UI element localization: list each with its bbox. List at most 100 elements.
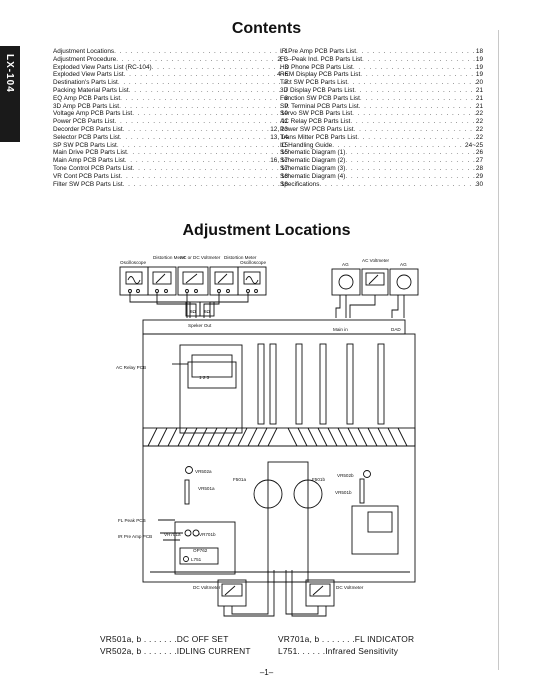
toc-entry: REM Display PCB Parts List19: [280, 71, 483, 79]
fl-peak-pcb-label: FL Peak PCB: [118, 518, 146, 523]
toc-entry: HD Phone PCB Parts List19: [280, 64, 483, 72]
toc-entry-page: 1: [284, 48, 288, 55]
adjustment-locations-title: Adjustment Locations: [182, 222, 351, 239]
ac-voltmeter-label: AC Voltmeter: [362, 258, 390, 263]
vr502a-label: VR502a: [195, 469, 212, 474]
f501a-label: F501a: [233, 477, 246, 482]
toc-entry-title: Schematic Diagram (1): [280, 149, 346, 157]
toc-entry-title: Filter SW PCB Parts List: [53, 180, 123, 188]
toc-entry-page: 11: [281, 118, 288, 126]
f501b-label: F501b: [312, 477, 325, 482]
toc-entry: Function SW PCB Parts List21: [280, 95, 483, 103]
ir-pre-amp-pcb-label: IR Pre Amp PCB: [118, 534, 152, 539]
vr501a-label: VR501a: [198, 486, 215, 491]
toc-entry-page: 9: [284, 102, 288, 110]
l751-label: L751: [191, 557, 202, 562]
distortion-meter-1-label: Distortion Meter: [153, 255, 186, 260]
toc-entry-page: 8: [284, 94, 288, 102]
toc-entry-title: Voltage Amp PCB Parts List: [53, 110, 133, 118]
toc-entry: SP SW PCB Parts List 15: [53, 142, 288, 150]
ag-2-dial: [396, 274, 412, 290]
toc-entry-title: EQ Amp PCB Parts List: [53, 94, 121, 102]
toc-entry-title: Adjustment Procedure: [53, 55, 117, 63]
toc-entry-title: IC Handling Guide: [280, 141, 333, 149]
vr501b-label: VR501b: [335, 490, 352, 495]
toc-entry-title: SP SW PCB Parts List: [53, 141, 117, 149]
model-side-tab: LX-104: [0, 46, 20, 142]
toc-entry-page: 15: [280, 141, 288, 149]
toc-entry: FL--Peak Ind. PCB Parts List 19: [280, 56, 483, 64]
toc-entry-title: Power PCB Parts List: [53, 118, 115, 126]
toc-entry-title: Function SW PCB Parts List: [280, 94, 360, 102]
vr701b-label: VR701b: [199, 532, 216, 537]
margin-rule: [498, 30, 499, 670]
toc-entry-page: 27: [475, 157, 483, 165]
toc-entry-title: IR Pre Amp PCB Parts List: [280, 48, 357, 55]
toc-entry-page: 26: [475, 149, 483, 157]
toc-entry: IR Pre Amp PCB Parts List 18: [280, 48, 483, 56]
legend-vr501: VR501a, b . . . . . . .DC OFF SET: [100, 634, 229, 644]
toc-entry-page: 3: [284, 63, 288, 71]
ac-relay-pcb-label: AC Relay PCB: [116, 365, 146, 370]
toc-entry: IC Handling Guide24~25: [280, 142, 483, 150]
toc-entry-title: Exploded View Parts List: [53, 71, 124, 79]
toc-entry-page: 22: [475, 133, 483, 141]
dc-voltmeter-2-box: [305, 579, 335, 607]
oscilloscope-1-screen: [125, 271, 143, 285]
toc-entry-page: 7: [284, 79, 288, 87]
vr502b-label: VR502b: [337, 473, 354, 478]
toc-entry-page: 21: [475, 102, 483, 110]
toc-entry-title: VR Cont PCB Parts List: [53, 172, 121, 180]
toc-entry-title: 3D Display PCB Parts List: [280, 86, 355, 94]
heat-sink: [142, 427, 416, 447]
toc-entry: Trans Mitter PCB Parts List 22: [280, 134, 483, 142]
dc-voltmeter-1-label: DC Voltmeter: [193, 585, 221, 590]
ag-1-label: AG: [342, 262, 349, 267]
fuse-f501a: [253, 479, 283, 509]
toc-entry: Filter SW PCB Parts List 18: [53, 181, 288, 189]
toc-entry-title: Adjustment Locations: [53, 48, 115, 55]
ag-1-dial: [338, 274, 354, 290]
toc-entry: AC Relay PCB Parts List22: [280, 118, 483, 126]
toc-entry-title: Selector PCB Parts List: [53, 133, 120, 141]
toc-entry: Packing Material Parts List7: [53, 87, 288, 95]
dad-label: DAD: [391, 327, 401, 332]
ag-2-label: AG: [400, 262, 407, 267]
legend-l751: L751. . . . . .Infrared Sensitivity: [278, 646, 399, 656]
resistor-2-label: 8Ω: [204, 309, 211, 314]
toc-entry: Schematic Diagram (1) 26: [280, 149, 483, 157]
toc-entry-title: Packing Material Parts List: [53, 86, 129, 94]
toc-entry-title: Decorder PCB Parts List: [53, 125, 123, 133]
toc-entry: Voltage Amp PCB Parts List 10: [53, 110, 288, 118]
toc-entry-title: Servo SW PCB Parts List: [280, 110, 353, 118]
toc-entry-page: 22: [475, 110, 483, 118]
toc-entry-title: Tone Control PCB Parts List: [53, 164, 133, 172]
toc-entry-title: Specifications: [280, 180, 320, 188]
toc-entry: Decorder PCB Parts List12, 13: [53, 126, 288, 134]
toc-entry-page: 22: [475, 125, 483, 133]
toc-entry-page: 17: [280, 164, 288, 172]
toc-entry-title: Main Drive PCB Parts List: [53, 149, 127, 157]
vr502a-trim: [185, 466, 193, 474]
toc-entry-page: 21: [475, 86, 483, 94]
distortion-meter-2-box: [209, 266, 239, 296]
toc-entry-page: 18: [280, 180, 288, 188]
vr502b-trim: [363, 470, 371, 478]
oscilloscope-2-box: [237, 266, 267, 296]
toc-entry-title: Schematic Diagram (3): [280, 164, 346, 172]
toc-entry-title: Exploded View Parts List (RC-104): [53, 63, 152, 71]
toc-entry-page: 20: [475, 79, 483, 87]
toc-entry-page: 10: [280, 110, 288, 118]
toc-entry-page: 22: [475, 118, 483, 126]
contents-title: Contents: [231, 20, 302, 37]
toc-entry-title: Trans Mitter PCB Parts List: [280, 133, 358, 141]
toc-entry-page: 18: [475, 48, 483, 55]
toc-entry-title: Schematic Diagram (2): [280, 157, 346, 165]
toc-entry-page: 19: [475, 55, 483, 63]
toc-entry-page: 15: [280, 149, 288, 157]
oscilloscope-2-label: Oscilloscope: [240, 260, 266, 265]
toc-entry-title: FL--Peak Ind. PCB Parts List: [280, 55, 363, 63]
toc-entry: Adjustment Procedure2, 3: [53, 56, 288, 64]
toc-entry: Main Drive PCB Parts List 15: [53, 149, 288, 157]
